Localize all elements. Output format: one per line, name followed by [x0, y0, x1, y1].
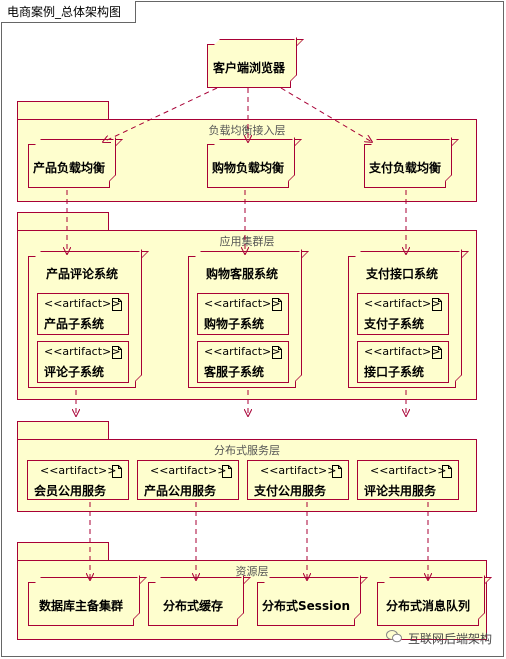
res-node-label: 分布式Session: [262, 599, 350, 613]
document-icon: [112, 465, 122, 478]
artifact-customer-service-subsystem: <<artifact>> 客服子系统: [197, 341, 289, 383]
document-icon: [432, 346, 442, 359]
res-node-label: 分布式消息队列: [385, 599, 470, 613]
app-node-payment-interface: 支付接口系统 <<artifact>> 支付子系统 <<artifact>> 接…: [348, 256, 456, 388]
client-browser-node: 客户端浏览器: [207, 44, 291, 88]
artifact-name: 客服子系统: [204, 365, 265, 379]
artifact-payment-subsystem: <<artifact>> 支付子系统: [357, 293, 449, 335]
res-node-message-queue: 分布式消息队列: [377, 582, 479, 626]
artifact-stereotype: <<artifact>>: [44, 345, 121, 358]
arrow-client-to-lb-payment: [280, 87, 372, 142]
artifact-stereotype: <<artifact>>: [40, 464, 117, 477]
app-node-label: 购物客服系统: [205, 267, 278, 281]
app-node-label: 支付接口系统: [365, 267, 438, 281]
watermark-text: 互联网后端架构: [408, 632, 493, 646]
artifact-stereotype: <<artifact>>: [204, 297, 281, 310]
artifact-product-service: <<artifact>> 产品公用服务: [137, 460, 239, 500]
artifact-stereotype: <<artifact>>: [150, 464, 227, 477]
document-icon: [432, 298, 442, 311]
artifact-name: 会员公用服务: [34, 484, 107, 498]
lb-node-label: 购物负载均衡: [211, 161, 284, 175]
lb-node-label: 产品负载均衡: [32, 161, 105, 175]
app-node-shopping-service: 购物客服系统 <<artifact>> 购物子系统 <<artifact>> 客…: [188, 256, 296, 388]
artifact-review-service: <<artifact>> 评论共用服务: [357, 460, 459, 500]
res-node-label: 分布式缓存: [162, 599, 223, 613]
document-icon: [112, 346, 122, 359]
artifact-name: 支付公用服务: [254, 484, 327, 498]
artifact-name: 购物子系统: [204, 317, 265, 331]
artifact-name: 产品公用服务: [144, 484, 217, 498]
artifact-name: 支付子系统: [364, 317, 425, 331]
document-icon: [222, 465, 232, 478]
wechat-icon: [386, 630, 402, 643]
artifact-shopping-subsystem: <<artifact>> 购物子系统: [197, 293, 289, 335]
res-node-session: 分布式Session: [257, 582, 355, 626]
res-node-label: 数据库主备集群: [38, 599, 123, 613]
document-icon: [272, 298, 282, 311]
artifact-name: 评论子系统: [44, 365, 105, 379]
lb-layer-title: 负载均衡接入层: [208, 124, 286, 137]
document-icon: [272, 346, 282, 359]
artifact-name: 评论共用服务: [364, 484, 437, 498]
artifact-stereotype: <<artifact>>: [370, 464, 447, 477]
artifact-name: 接口子系统: [364, 365, 425, 379]
lb-node-payment: 支付负载均衡: [364, 144, 446, 188]
artifact-stereotype: <<artifact>>: [364, 345, 441, 358]
artifact-payment-service: <<artifact>> 支付公用服务: [247, 460, 349, 500]
artifact-stereotype: <<artifact>>: [260, 464, 337, 477]
artifact-stereotype: <<artifact>>: [364, 297, 441, 310]
artifact-stereotype: <<artifact>>: [204, 345, 281, 358]
lb-node-shopping: 购物负载均衡: [207, 144, 289, 188]
document-icon: [442, 465, 452, 478]
artifact-interface-subsystem: <<artifact>> 接口子系统: [357, 341, 449, 383]
app-node-product-review: 产品评论系统 <<artifact>> 产品子系统 <<artifact>> 评…: [28, 256, 136, 388]
app-layer-title: 应用集群层: [219, 235, 275, 248]
lb-node-label: 支付负载均衡: [368, 161, 441, 175]
document-icon: [332, 465, 342, 478]
res-node-cache: 分布式缓存: [148, 582, 238, 626]
document-icon: [112, 298, 122, 311]
dist-layer-title: 分布式服务层: [214, 444, 280, 457]
artifact-product-subsystem: <<artifact>> 产品子系统: [37, 293, 129, 335]
arrow-client-to-lb-product: [103, 87, 218, 142]
artifact-stereotype: <<artifact>>: [44, 297, 121, 310]
res-node-database: 数据库主备集群: [28, 582, 134, 626]
artifact-review-subsystem: <<artifact>> 评论子系统: [37, 341, 129, 383]
lb-node-product: 产品负载均衡: [28, 144, 110, 188]
frame-title: 电商案例_总体架构图: [1, 1, 137, 23]
artifact-member-service: <<artifact>> 会员公用服务: [27, 460, 129, 500]
app-node-label: 产品评论系统: [45, 267, 118, 281]
artifact-name: 产品子系统: [44, 317, 105, 331]
client-browser-label: 客户端浏览器: [212, 61, 285, 75]
